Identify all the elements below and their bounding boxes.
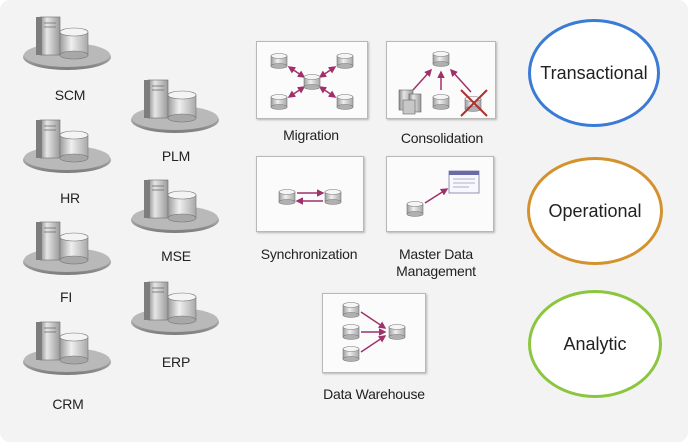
hr-server-icon xyxy=(22,119,112,174)
mdm-diagram xyxy=(406,170,480,217)
data-warehouse-diagram xyxy=(342,302,406,362)
crm-server-icon xyxy=(22,321,112,376)
migration-label: Migration xyxy=(283,127,339,143)
mdm-label-line1: Master Data xyxy=(398,246,474,262)
plm-server-icon xyxy=(130,79,220,134)
crm-label: CRM xyxy=(52,396,84,412)
fi-label: FI xyxy=(59,289,73,305)
transactional-oval: Transactional xyxy=(528,19,660,127)
mdm-label-line2: Management xyxy=(396,263,476,279)
scm-server-icon xyxy=(22,16,112,71)
migration-panel xyxy=(256,41,368,119)
scm-label: SCM xyxy=(54,87,86,103)
hr-label: HR xyxy=(60,190,80,206)
operational-label: Operational xyxy=(548,200,642,221)
plm-label: PLM xyxy=(161,148,191,164)
consolidation-label: Consolidation xyxy=(400,130,484,146)
mse-label: MSE xyxy=(161,248,191,264)
operational-oval: Operational xyxy=(527,157,663,265)
migration-diagram xyxy=(270,53,354,110)
data-warehouse-panel xyxy=(322,293,426,373)
analytic-label: Analytic xyxy=(563,333,627,354)
mse-server-icon xyxy=(130,179,220,234)
synchronization-panel xyxy=(256,156,364,232)
consolidation-diagram xyxy=(398,51,488,117)
data-warehouse-label: Data Warehouse xyxy=(323,386,425,402)
fi-server-icon xyxy=(22,221,112,276)
analytic-oval: Analytic xyxy=(528,290,662,398)
transactional-label: Transactional xyxy=(540,62,648,83)
screen-icon xyxy=(448,170,480,194)
consolidation-panel xyxy=(386,41,496,119)
mdm-panel xyxy=(386,156,494,232)
cross-icon xyxy=(460,89,488,117)
server-rack-icon xyxy=(398,89,422,115)
synchronization-label: Synchronization xyxy=(260,246,358,262)
erp-label: ERP xyxy=(161,354,191,370)
erp-server-icon xyxy=(130,281,220,336)
synchronization-diagram xyxy=(278,189,342,205)
